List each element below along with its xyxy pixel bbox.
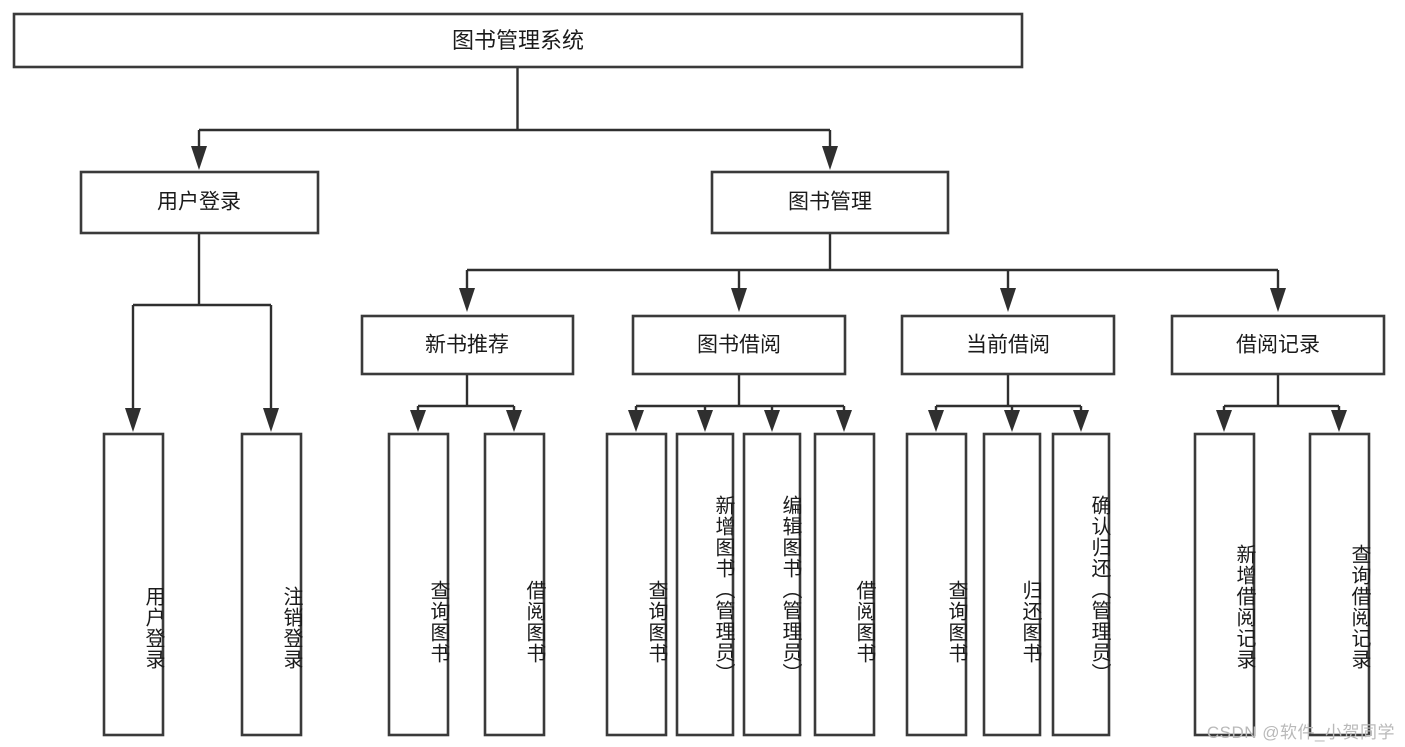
leaf-query-record-box[interactable] bbox=[1308, 432, 1371, 737]
node-borrow-record[interactable]: 借阅记录 bbox=[1170, 314, 1386, 376]
arrow-to-leaf-add-book bbox=[697, 410, 713, 432]
arrow-to-user-login bbox=[191, 146, 207, 170]
leaf-edit-book-box[interactable] bbox=[742, 432, 802, 737]
node-new-book-recommend-box[interactable] bbox=[360, 314, 575, 376]
connector-group-book-management bbox=[459, 233, 1286, 312]
node-root-box[interactable] bbox=[12, 12, 1024, 69]
arrow-to-leaf-query-record bbox=[1331, 410, 1347, 432]
arrow-to-leaf-borrow-book-1 bbox=[506, 410, 522, 432]
leaf-return-book-box[interactable] bbox=[982, 432, 1042, 737]
arrow-to-leaf-user-login bbox=[125, 408, 141, 432]
arrow-to-book-borrow bbox=[731, 288, 747, 312]
node-book-management-box[interactable] bbox=[710, 170, 950, 235]
node-new-book-recommend[interactable]: 新书推荐 bbox=[360, 314, 575, 376]
leaf-user-login-box[interactable] bbox=[102, 432, 165, 737]
connector-group-root bbox=[191, 67, 838, 170]
leaf-query-book-1-box[interactable] bbox=[387, 432, 450, 737]
leaf-logout-login-box[interactable] bbox=[240, 432, 303, 737]
node-user-login-label: 用户登录 bbox=[157, 191, 241, 214]
node-book-borrow[interactable]: 图书借阅 bbox=[631, 314, 847, 376]
node-current-borrow[interactable]: 当前借阅 bbox=[900, 314, 1116, 376]
connector-group-borrow-record bbox=[1216, 374, 1347, 432]
arrow-to-leaf-return-book bbox=[1004, 410, 1020, 432]
connector-group-current-borrow bbox=[928, 374, 1089, 432]
arrow-to-current-borrow bbox=[1000, 288, 1016, 312]
leaf-borrow-book-2-box[interactable] bbox=[813, 432, 876, 737]
node-user-login[interactable]: 用户登录 bbox=[79, 170, 320, 235]
leaf-confirm-return-box[interactable] bbox=[1051, 432, 1111, 737]
node-borrow-record-box[interactable] bbox=[1170, 314, 1386, 376]
leaf-add-book-box[interactable] bbox=[675, 432, 735, 737]
node-book-borrow-label: 图书借阅 bbox=[697, 334, 781, 357]
arrow-to-new-book-recommend bbox=[459, 288, 475, 312]
arrow-to-leaf-query-book-3 bbox=[928, 410, 944, 432]
node-root-label: 图书管理系统 bbox=[452, 28, 584, 53]
leaf-query-book-2-box[interactable] bbox=[605, 432, 668, 737]
csdn-watermark: CSDN @软件_小贺同学 bbox=[1206, 723, 1395, 742]
arrow-to-book-management bbox=[822, 146, 838, 170]
node-current-borrow-box[interactable] bbox=[900, 314, 1116, 376]
node-user-login-box[interactable] bbox=[79, 170, 320, 235]
leaf-query-book-3-box[interactable] bbox=[905, 432, 968, 737]
node-root[interactable]: 图书管理系统 bbox=[12, 12, 1024, 69]
leaf-borrow-book-1-box[interactable] bbox=[483, 432, 546, 737]
arrow-to-leaf-borrow-book-2 bbox=[836, 410, 852, 432]
node-book-management[interactable]: 图书管理 bbox=[710, 170, 950, 235]
leaf-boxes bbox=[102, 432, 1371, 737]
arrow-to-leaf-query-book-1 bbox=[410, 410, 426, 432]
connector-group-user-login bbox=[125, 233, 279, 432]
arrow-to-leaf-confirm-return bbox=[1073, 410, 1089, 432]
connector-group-book-borrow bbox=[628, 374, 852, 432]
connector-group-new-book-recommend bbox=[410, 374, 522, 432]
node-borrow-record-label: 借阅记录 bbox=[1236, 334, 1320, 357]
arrow-to-leaf-query-book-2 bbox=[628, 410, 644, 432]
arrow-to-leaf-add-record bbox=[1216, 410, 1232, 432]
arrow-to-leaf-logout-login bbox=[263, 408, 279, 432]
arrow-to-borrow-record bbox=[1270, 288, 1286, 312]
node-book-borrow-box[interactable] bbox=[631, 314, 847, 376]
leaf-add-record-box[interactable] bbox=[1193, 432, 1256, 737]
arrow-to-leaf-edit-book bbox=[764, 410, 780, 432]
node-current-borrow-label: 当前借阅 bbox=[966, 334, 1050, 357]
node-new-book-recommend-label: 新书推荐 bbox=[425, 334, 509, 357]
node-book-management-label: 图书管理 bbox=[788, 191, 872, 214]
